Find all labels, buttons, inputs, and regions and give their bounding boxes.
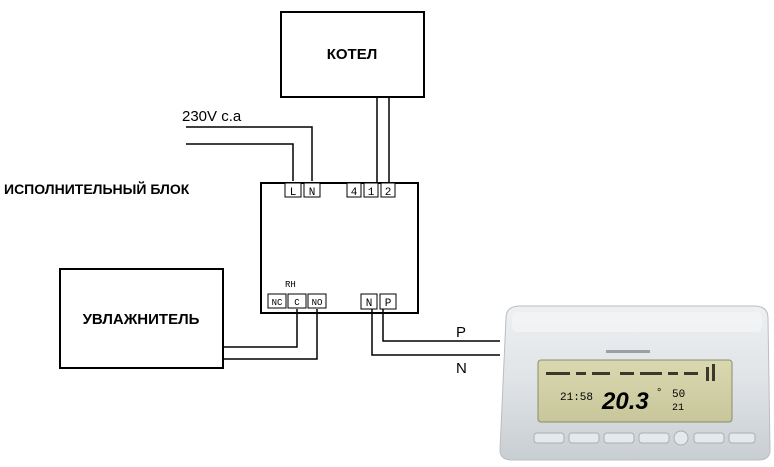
humidifier-label: УВЛАЖНИТЕЛЬ	[83, 311, 200, 328]
supply-label: 230V c.a	[182, 108, 242, 125]
lcd-temperature-unit: °	[657, 387, 661, 399]
humidifier-wires	[223, 309, 318, 360]
terminal-n: N	[309, 187, 316, 199]
lcd-schedule-bar	[546, 364, 715, 381]
terminal-bus-n: N	[366, 298, 373, 310]
actuator-box	[260, 182, 419, 314]
bus-p-label: P	[456, 324, 466, 341]
lcd-aux-value: 21	[672, 403, 684, 414]
terminal-c: C	[294, 298, 300, 308]
terminal-4: 4	[351, 187, 358, 199]
terminal-2: 2	[385, 187, 392, 199]
thermostat-device: 21:58 20.3 ° 50 21	[499, 305, 771, 461]
thermostat-buttons	[533, 430, 756, 446]
boiler-box: КОТЕЛ	[280, 11, 425, 98]
terminal-l: L	[290, 187, 297, 199]
humidifier-box: УВЛАЖНИТЕЛЬ	[59, 268, 224, 369]
boiler-label: КОТЕЛ	[327, 46, 378, 63]
bus-wires	[371, 309, 500, 356]
supply-wires	[186, 126, 313, 181]
lcd-temperature: 20.3	[601, 388, 649, 415]
terminal-strip-boiler: 4 1 2	[346, 182, 396, 199]
lcd-time: 21:58	[560, 392, 593, 404]
actuator-label: ИСПОЛНИТЕЛЬНЫЙ БЛОК	[4, 180, 190, 197]
terminal-strip-supply: L N	[284, 182, 321, 199]
boiler-wires	[376, 97, 390, 183]
thermostat-brand-strip	[606, 350, 650, 353]
terminal-no: NO	[312, 298, 323, 308]
terminal-nc: NC	[272, 298, 283, 308]
thermostat-lcd	[537, 359, 733, 423]
terminal-bus-p: P	[385, 298, 392, 310]
terminal-strip-bus: N P	[360, 293, 397, 310]
relay-label: RH	[285, 280, 296, 290]
bus-n-label: N	[456, 360, 467, 377]
terminal-1: 1	[368, 187, 375, 199]
lcd-humidity: 50	[672, 389, 685, 401]
terminal-strip-relay: NC C NO	[267, 293, 327, 309]
